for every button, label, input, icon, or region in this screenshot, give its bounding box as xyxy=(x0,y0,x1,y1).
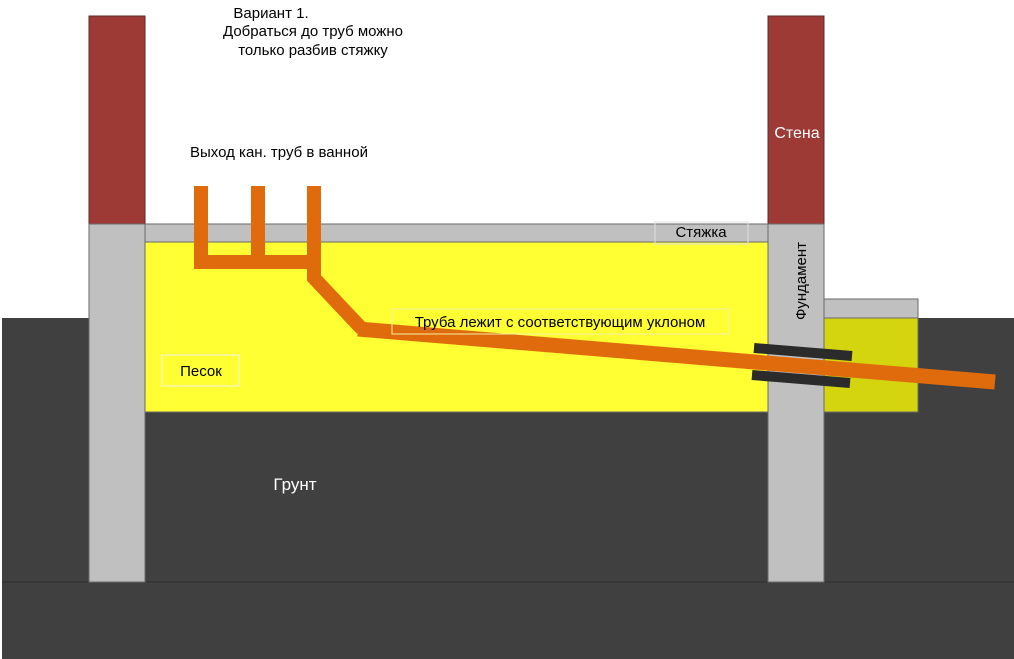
foundation-left xyxy=(88,223,146,583)
pipe-sleeve xyxy=(751,343,853,388)
ground-left xyxy=(2,318,90,582)
sand-label-box xyxy=(161,354,240,387)
wall-label: Стена xyxy=(774,125,819,142)
wall-left xyxy=(88,15,146,225)
wall-right xyxy=(767,15,825,225)
variant-title: Вариант 1. xyxy=(233,5,308,22)
pipe-slope-label: Труба лежит с соответствующим уклоном xyxy=(415,314,706,331)
foundation-label: Фундамент xyxy=(793,242,810,320)
outlet-pipe-2 xyxy=(251,186,314,269)
sand-label: Песок xyxy=(180,363,222,380)
sand-layer-inside xyxy=(144,241,769,413)
ground-label: Грунт xyxy=(273,475,316,494)
pipe-slope-label-box xyxy=(391,308,730,335)
outlet-pipe-1 xyxy=(194,186,258,269)
sewer-pipes xyxy=(194,186,996,390)
screed-label-box xyxy=(654,221,749,245)
ground-under-floor xyxy=(145,412,768,582)
variant-note-line2: Добраться до труб можно xyxy=(223,23,403,40)
outside-slab xyxy=(823,298,919,319)
pipe-outlet-label: Выход кан. труб в ванной xyxy=(190,144,368,161)
variant-note-line3: только разбив стяжку xyxy=(238,42,388,59)
outlet-pipe-3 xyxy=(307,186,368,334)
ground-bottom xyxy=(2,582,1014,659)
foundation-right xyxy=(767,223,825,583)
screed-label: Стяжка xyxy=(675,224,727,241)
main-sloped-pipe xyxy=(357,321,996,390)
